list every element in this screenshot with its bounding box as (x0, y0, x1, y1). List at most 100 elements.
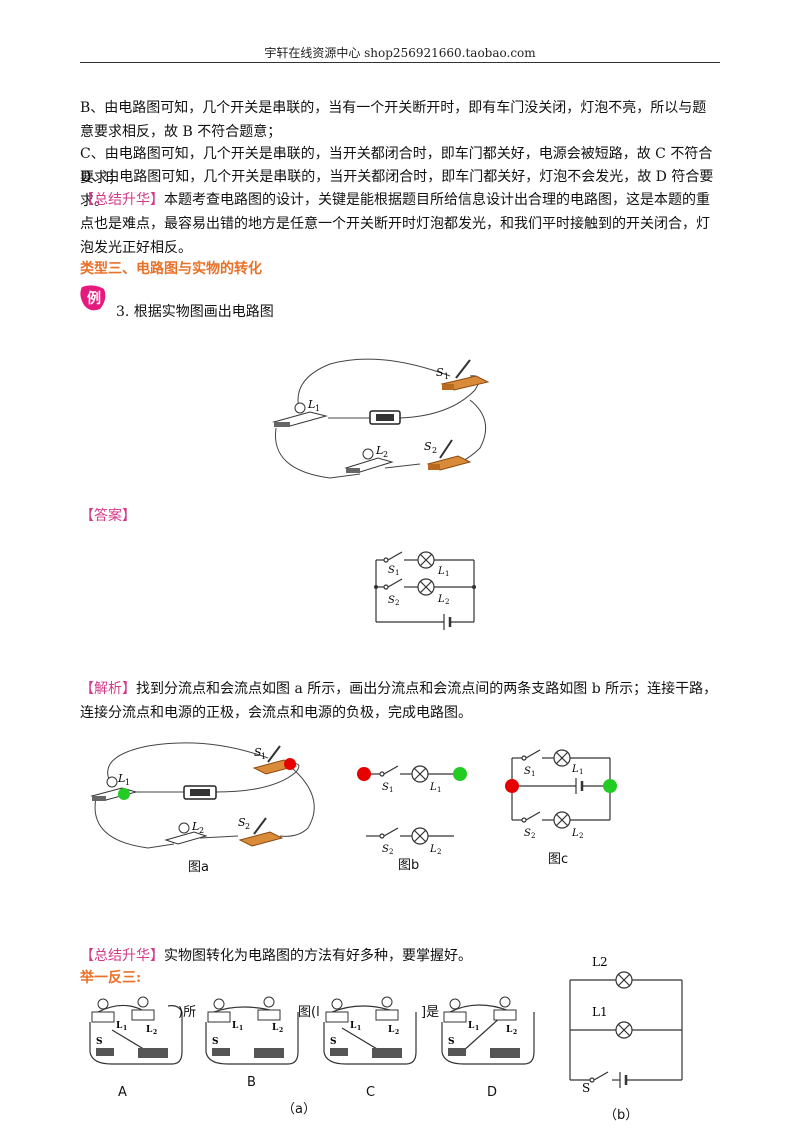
fa-s1-sub: 1 (261, 752, 266, 761)
practice-circuits-a: L 1 L 2 S L 1 L 2 S L 1 L 2 S L 1 L 2 S (89, 996, 535, 1065)
summary2-tag: 【总结升华】 (80, 948, 164, 964)
fc-green-dot (603, 779, 617, 793)
fb-s2: S (382, 844, 389, 855)
option-d-label: D (487, 1085, 498, 1100)
fa-s2-sub: 2 (245, 822, 250, 831)
pa-l1-sub: 1 (123, 1025, 127, 1032)
s1-sub: 1 (444, 372, 449, 381)
fc-l1: L (571, 764, 579, 775)
option-b-text: B、由电路图可知，几个开关是串联的，当有一个开关断开时，即有车门没关闭，灯泡不亮… (80, 100, 707, 140)
figure-b: S 1 L 1 S 2 L 2 (357, 765, 467, 856)
section-title: 类型三、电路图与实物的转化 (80, 261, 262, 277)
fc-s1: S (524, 766, 531, 777)
ans-s1: S (388, 565, 395, 576)
example-text: 3. 根据实物图画出电路图 (116, 304, 274, 320)
summary2-paragraph: 【总结升华】实物图转化为电路图的方法有好多种，要掌握好。 (80, 944, 720, 968)
ans-l2: L (437, 594, 445, 605)
split-point-red (284, 758, 296, 770)
pb-l1: L (232, 1021, 239, 1031)
summary-tag: 【总结升华】 (80, 192, 164, 208)
fc-l1-sub: 1 (579, 768, 583, 776)
fc-s1-sub: 1 (531, 770, 535, 778)
l2-sub: 2 (383, 450, 388, 459)
pd-l1-sub: 1 (475, 1025, 479, 1032)
pd-s: S (448, 1037, 455, 1047)
pb-l2-sub: 2 (279, 1027, 283, 1034)
practice-schematic-b: L2 L1 S (569, 955, 683, 1092)
fb-green-dot (453, 767, 467, 781)
l1-sub: 1 (315, 404, 320, 413)
fc-s2: S (524, 828, 531, 839)
figure-a: L 1 S 1 L 2 S 2 (90, 742, 315, 849)
fc-l2: L (571, 828, 579, 839)
example-badge-icon: 例 (80, 285, 106, 311)
fa-s2: S (238, 816, 246, 829)
pb-sch-l2: L2 (592, 955, 608, 969)
practice-frag1: )所 (178, 1005, 197, 1020)
option-c-label: C (366, 1085, 376, 1100)
fig-c-caption: 图c (548, 852, 569, 867)
analysis-tag: 【解析】 (80, 681, 136, 697)
pb-sch-l1: L1 (592, 1005, 608, 1019)
pb-l2: L (272, 1023, 279, 1033)
fa-l1-sub: 1 (125, 778, 130, 787)
option-d-text: D、由电路图可知，几个开关是串联的，当开关都闭合时，即车门都关好，灯泡不会发光，… (80, 169, 714, 209)
pc-l1-sub: 1 (357, 1025, 361, 1032)
fa-s1: S (254, 746, 262, 759)
fa-l2-sub: 2 (199, 826, 204, 835)
fb-red-dot (357, 767, 371, 781)
summary-paragraph: 【总结升华】本题考查电路图的设计，关键是能根据题目所给信息设计出合理的电路图，这… (80, 188, 720, 260)
pc-l1: L (350, 1021, 357, 1031)
fb-s1-sub: 1 (389, 786, 393, 794)
pa-l1: L (116, 1021, 123, 1031)
practice-title: 举一反三: (80, 970, 142, 986)
header-rule (80, 62, 720, 63)
option-b-label: B (247, 1075, 256, 1090)
analysis-text: 找到分流点和会流点如图 a 所示，画出分流点和会流点间的两条支路如图 b 所示；… (80, 681, 718, 721)
answer-tag: 【答案】 (80, 504, 720, 528)
s1-label: S (436, 366, 444, 379)
summary-text: 本题考查电路图的设计，关键是能根据题目所给信息设计出合理的电路图，这是本题的重点… (80, 192, 710, 256)
l2-label: L (375, 444, 383, 457)
practice-frag3: ]是 (421, 1005, 440, 1020)
join-point-green (118, 788, 130, 800)
pc-l2: L (388, 1025, 395, 1035)
option-a-label: A (118, 1085, 127, 1100)
fb-s2-sub: 2 (389, 848, 393, 856)
l1-label: L (307, 398, 315, 411)
fb-s1: S (382, 782, 389, 793)
answer-tag-text: 【答案】 (80, 508, 136, 524)
pd-l2-sub: 2 (513, 1029, 517, 1036)
fa-l2: L (191, 820, 199, 833)
analysis-paragraph: 【解析】找到分流点和会流点如图 a 所示，画出分流点和会流点间的两条支路如图 b… (80, 677, 720, 725)
pd-l2: L (506, 1025, 513, 1035)
s2-label: S (424, 440, 432, 453)
example-badge-text: 例 (87, 290, 101, 307)
fc-s2-sub: 2 (531, 832, 535, 840)
pa-s: S (96, 1037, 103, 1047)
summary2-text: 实物图转化为电路图的方法有好多种，要掌握好。 (164, 948, 472, 964)
caption-b: （b） (604, 1108, 639, 1123)
fc-red-dot (505, 779, 519, 793)
fb-l1: L (429, 782, 437, 793)
figure-c: S 1 L 1 S 2 L 2 (505, 749, 617, 840)
fig-b-caption: 图b (398, 858, 420, 873)
fig-a-caption: 图a (188, 860, 209, 875)
pc-s: S (330, 1037, 337, 1047)
pb-l1-sub: 1 (239, 1025, 243, 1032)
fb-l2: L (429, 844, 437, 855)
ans-s2: S (388, 595, 395, 606)
ans-s2-sub: 2 (395, 599, 399, 607)
pb-s: S (212, 1037, 219, 1047)
page-header: 宇轩在线资源中心 shop256921660.taobao.com (264, 46, 536, 60)
fb-l1-sub: 1 (437, 786, 441, 794)
fa-l1: L (117, 772, 125, 785)
ans-l1-sub: 1 (445, 570, 449, 578)
ans-s1-sub: 1 (395, 569, 399, 577)
s2-sub: 2 (432, 446, 437, 455)
practice-frag2: 图(l (298, 1005, 320, 1020)
pa-l2: L (146, 1025, 153, 1035)
physical-circuit-figure: L 1 S 1 L 2 S 2 (272, 358, 490, 479)
fb-l2-sub: 2 (437, 848, 441, 856)
pb-sch-s: S (582, 1081, 590, 1092)
